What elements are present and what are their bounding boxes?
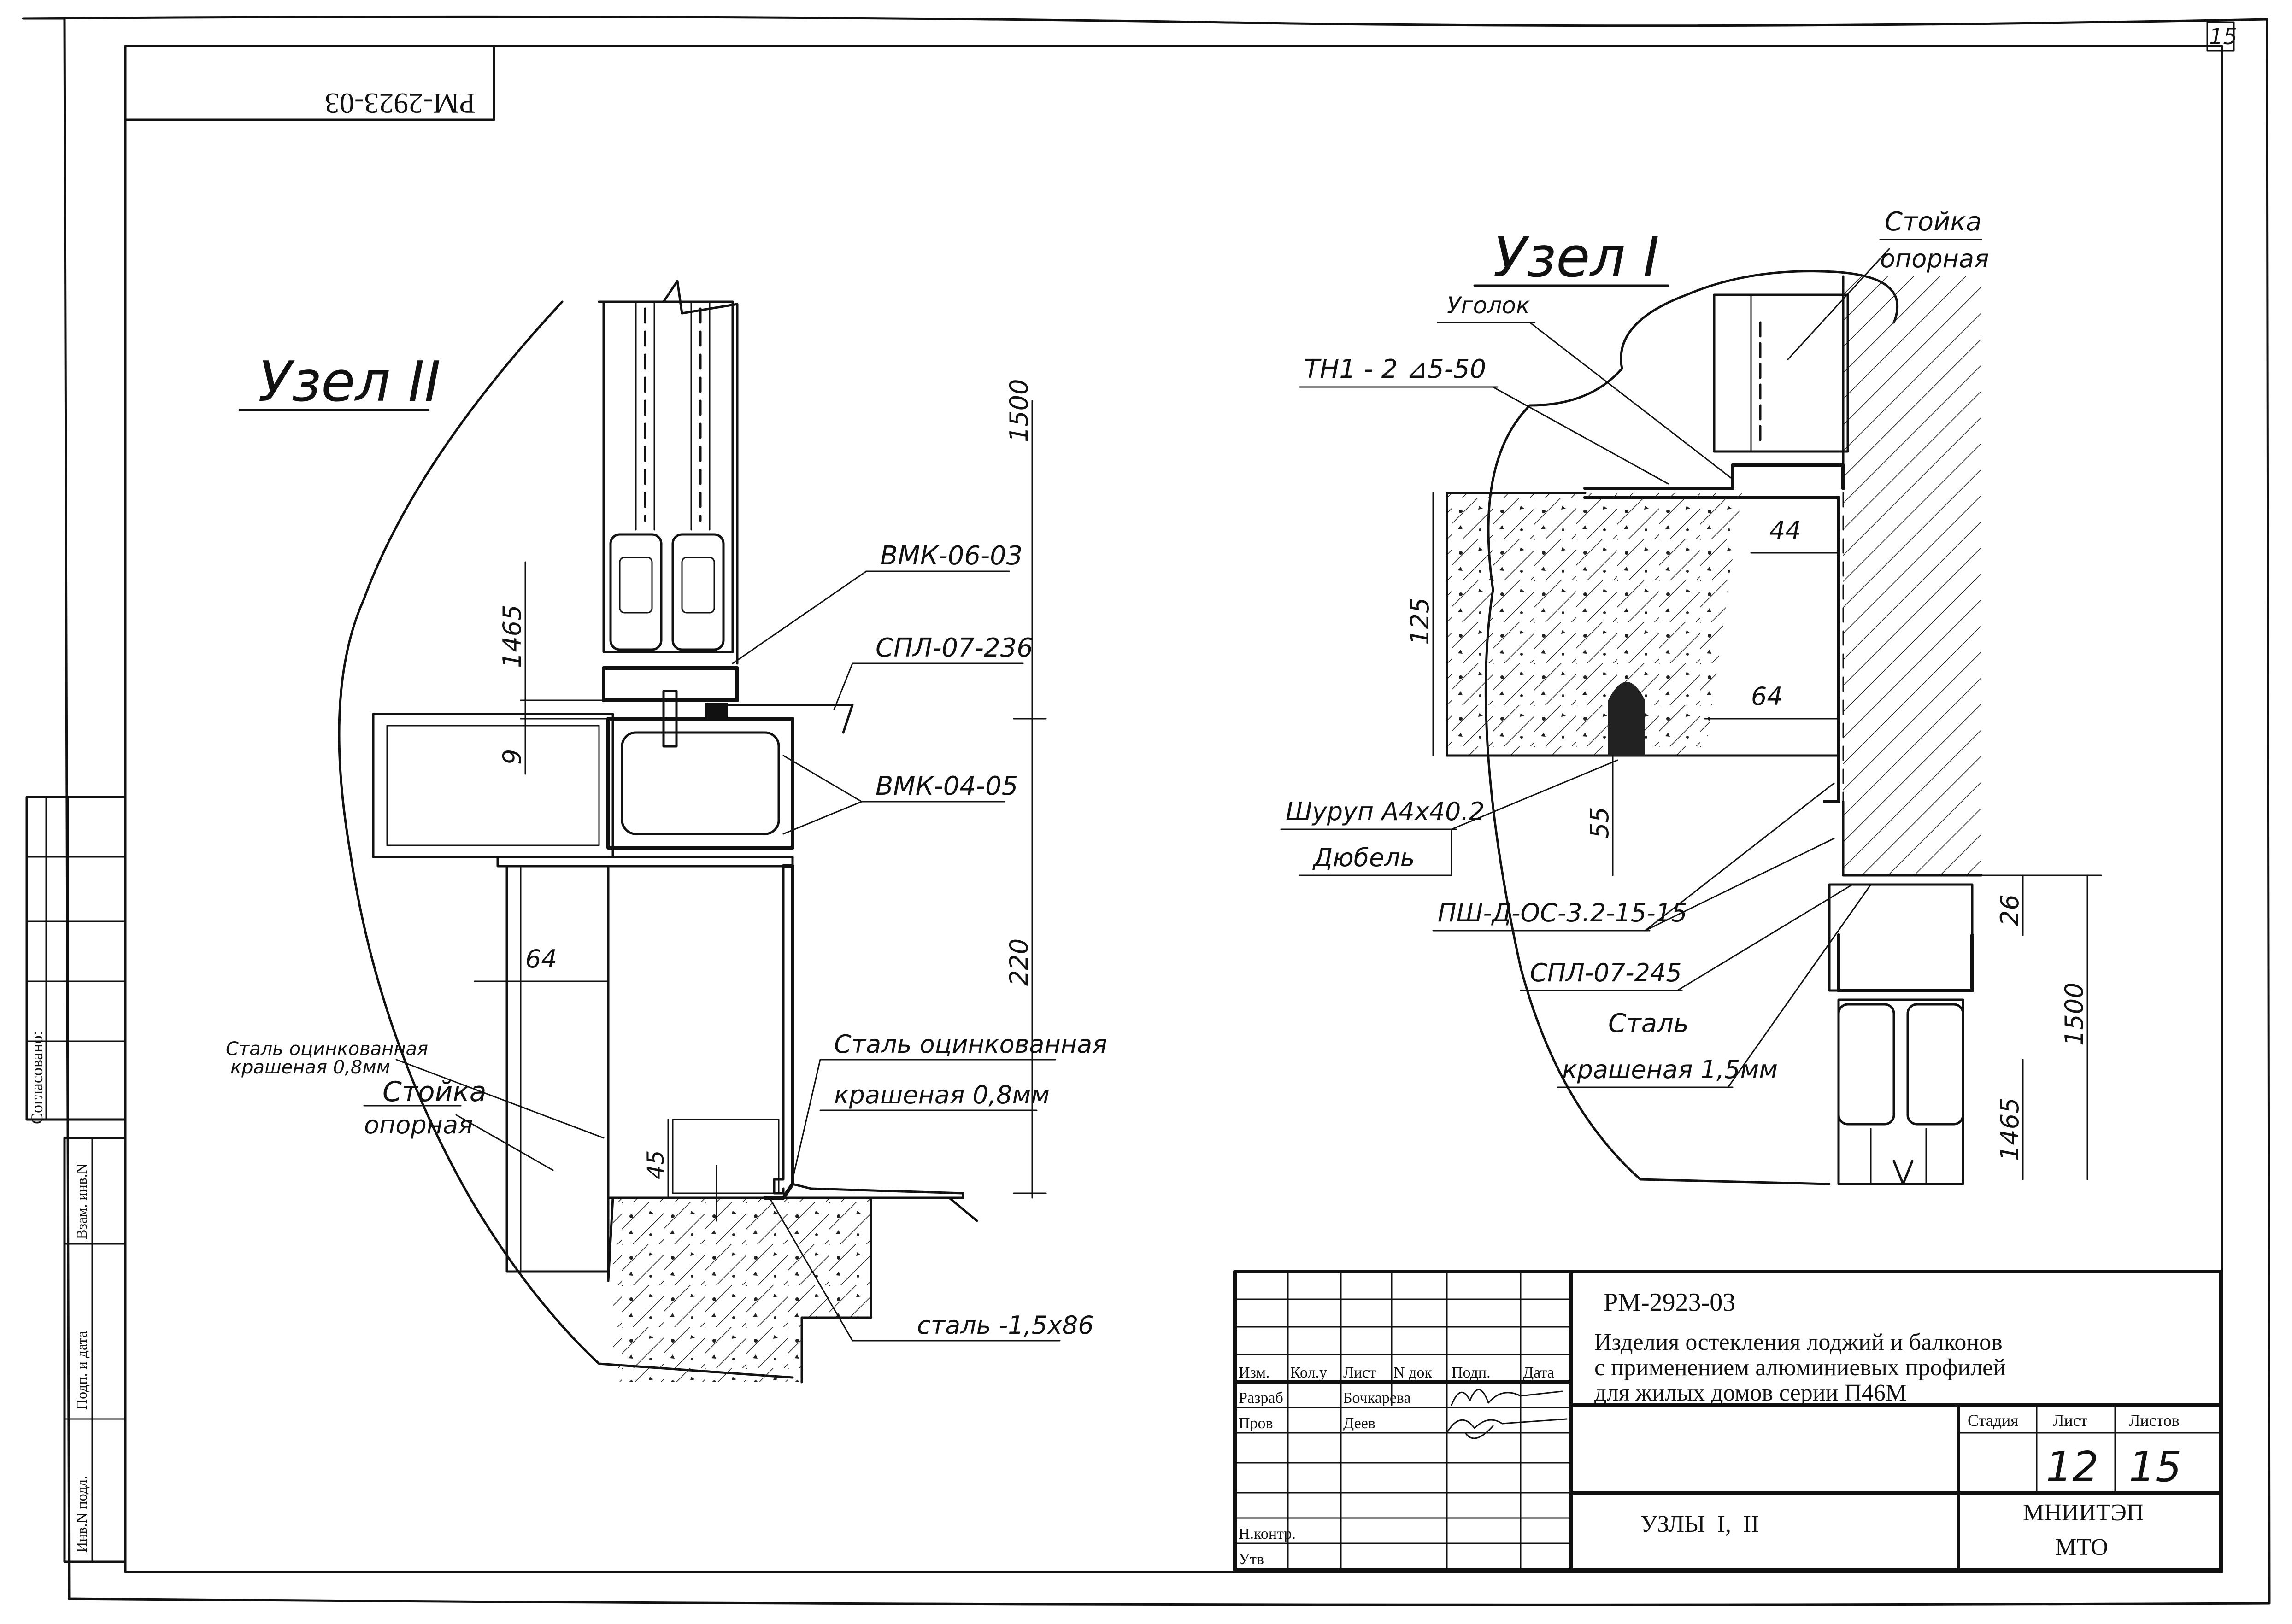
tb-org-1: МНИИТЭП <box>2023 1500 2144 1526</box>
side-label-sign: Подп. и дата <box>73 1331 90 1410</box>
label-galv-left-2: крашеная 0,8мм <box>230 1057 390 1078</box>
label-spl-07-245: СПЛ-07-245 <box>1530 958 1682 987</box>
label-vmk-06-03: ВМК-06-03 <box>880 541 1023 571</box>
node-i-dim-55: 55 <box>1585 807 1614 838</box>
title-block: Изм. Кол.у Лист N док Подп. Дата Разраб … <box>1233 1270 2223 1572</box>
tb-org-2: МТО <box>2055 1534 2108 1560</box>
node-ii-dim-9: 9 <box>498 749 527 765</box>
node-ii-title: Узел II <box>258 350 441 414</box>
col-list: Лист <box>1343 1364 1376 1381</box>
tb-code: РМ-2923-03 <box>1604 1288 1735 1317</box>
label-post-right-2: опорная <box>1880 244 1989 273</box>
label-psh: ПШ-Д-ОС-3.2-15-15 <box>1438 898 1687 927</box>
label-weld: ТН1 - 2 ⊿5-50 <box>1304 354 1486 384</box>
tb-title-2: с применением алюминиевых профилей <box>1594 1354 2006 1381</box>
node-ii-dim-45: 45 <box>642 1150 669 1179</box>
row-utv-role: Утв <box>1239 1551 1264 1568</box>
col-ndok: N док <box>1393 1364 1432 1381</box>
tb-sheet-value: 12 <box>2046 1443 2099 1491</box>
node-ii-detail: Узел II <box>226 280 1107 1384</box>
approved-label: Согласовано: <box>28 1031 46 1124</box>
node-i-dim-1465: 1465 <box>1995 1098 2024 1161</box>
col-podp: Подп. <box>1452 1364 1491 1381</box>
node-i-dim-64: 64 <box>1751 682 1783 711</box>
mirrored-code: РМ-2923-03 <box>325 87 476 120</box>
signature-checker <box>1446 1418 1568 1439</box>
tb-drawing-name: УЗЛЫ I, II <box>1640 1511 1759 1537</box>
side-label-replace: Взам. инв.N <box>73 1163 90 1239</box>
node-i-dim-1500: 1500 <box>2060 983 2089 1046</box>
node-ii-dim-1465: 1465 <box>498 605 527 668</box>
tb-sheets-value: 15 <box>2129 1443 2182 1491</box>
label-galv-left-1: Сталь оцинкованная <box>226 1038 428 1060</box>
label-vmk-04-05: ВМК-04-05 <box>876 771 1018 801</box>
label-post-left-2: опорная <box>364 1110 473 1139</box>
row-prov-name: Деев <box>1343 1415 1375 1432</box>
side-label-inv: Инв.N подл. <box>73 1476 90 1553</box>
tb-stage-header: Стадия <box>1968 1411 2018 1430</box>
node-i-dim-26: 26 <box>1995 894 2024 926</box>
tb-sheet-header: Лист <box>2053 1411 2088 1430</box>
tb-sheets-header: Листов <box>2129 1411 2180 1430</box>
row-razrab-role: Разраб <box>1239 1389 1283 1407</box>
label-steel-strip: сталь -1,5х86 <box>917 1311 1094 1340</box>
row-razrab-name: Бочкарева <box>1343 1389 1411 1407</box>
signature-developer <box>1451 1389 1563 1406</box>
side-stamp: Согласовано: Взам. инв.N Подп. и дата Ин… <box>25 796 127 1563</box>
node-ii-dim-1500: 1500 <box>1005 379 1034 442</box>
col-data: Дата <box>1523 1364 1554 1381</box>
label-screw: Шуруп А4х40.2 <box>1286 797 1485 826</box>
label-steel-right-2: крашеная 1,5мм <box>1562 1055 1778 1084</box>
label-post-right-1: Стойка <box>1885 207 1982 237</box>
label-post-left-1: Стойка <box>382 1076 487 1108</box>
label-galv-right-1: Сталь оцинкованная <box>834 1030 1107 1059</box>
node-ii-dim-64: 64 <box>525 944 557 973</box>
node-i-dim-125: 125 <box>1405 598 1434 645</box>
tb-title-1: Изделия остекления лоджий и балконов <box>1594 1329 2003 1355</box>
node-ii-dim-220: 220 <box>1005 938 1034 986</box>
node-i-detail: Узел I 125 44 <box>1280 207 2102 1185</box>
node-i-dim-44: 44 <box>1769 516 1801 545</box>
tb-title-3: для жилых домов серии П46М <box>1594 1380 1907 1406</box>
label-galv-right-2: крашеная 0,8мм <box>834 1080 1050 1109</box>
corner-sheet-number: 15 <box>2209 24 2237 50</box>
label-steel-right-1: Сталь <box>1608 1008 1689 1038</box>
col-kol: Кол.у <box>1290 1364 1327 1381</box>
row-nkontr-role: Н.контр. <box>1239 1525 1296 1542</box>
label-spl-07-236: СПЛ-07-236 <box>876 633 1033 663</box>
node-i-title: Узел I <box>1493 226 1659 290</box>
label-angle: Уголок <box>1447 292 1530 319</box>
col-izm: Изм. <box>1239 1364 1270 1381</box>
row-prov-role: Пров <box>1239 1415 1273 1432</box>
label-dowel: Дюбель <box>1312 843 1415 872</box>
